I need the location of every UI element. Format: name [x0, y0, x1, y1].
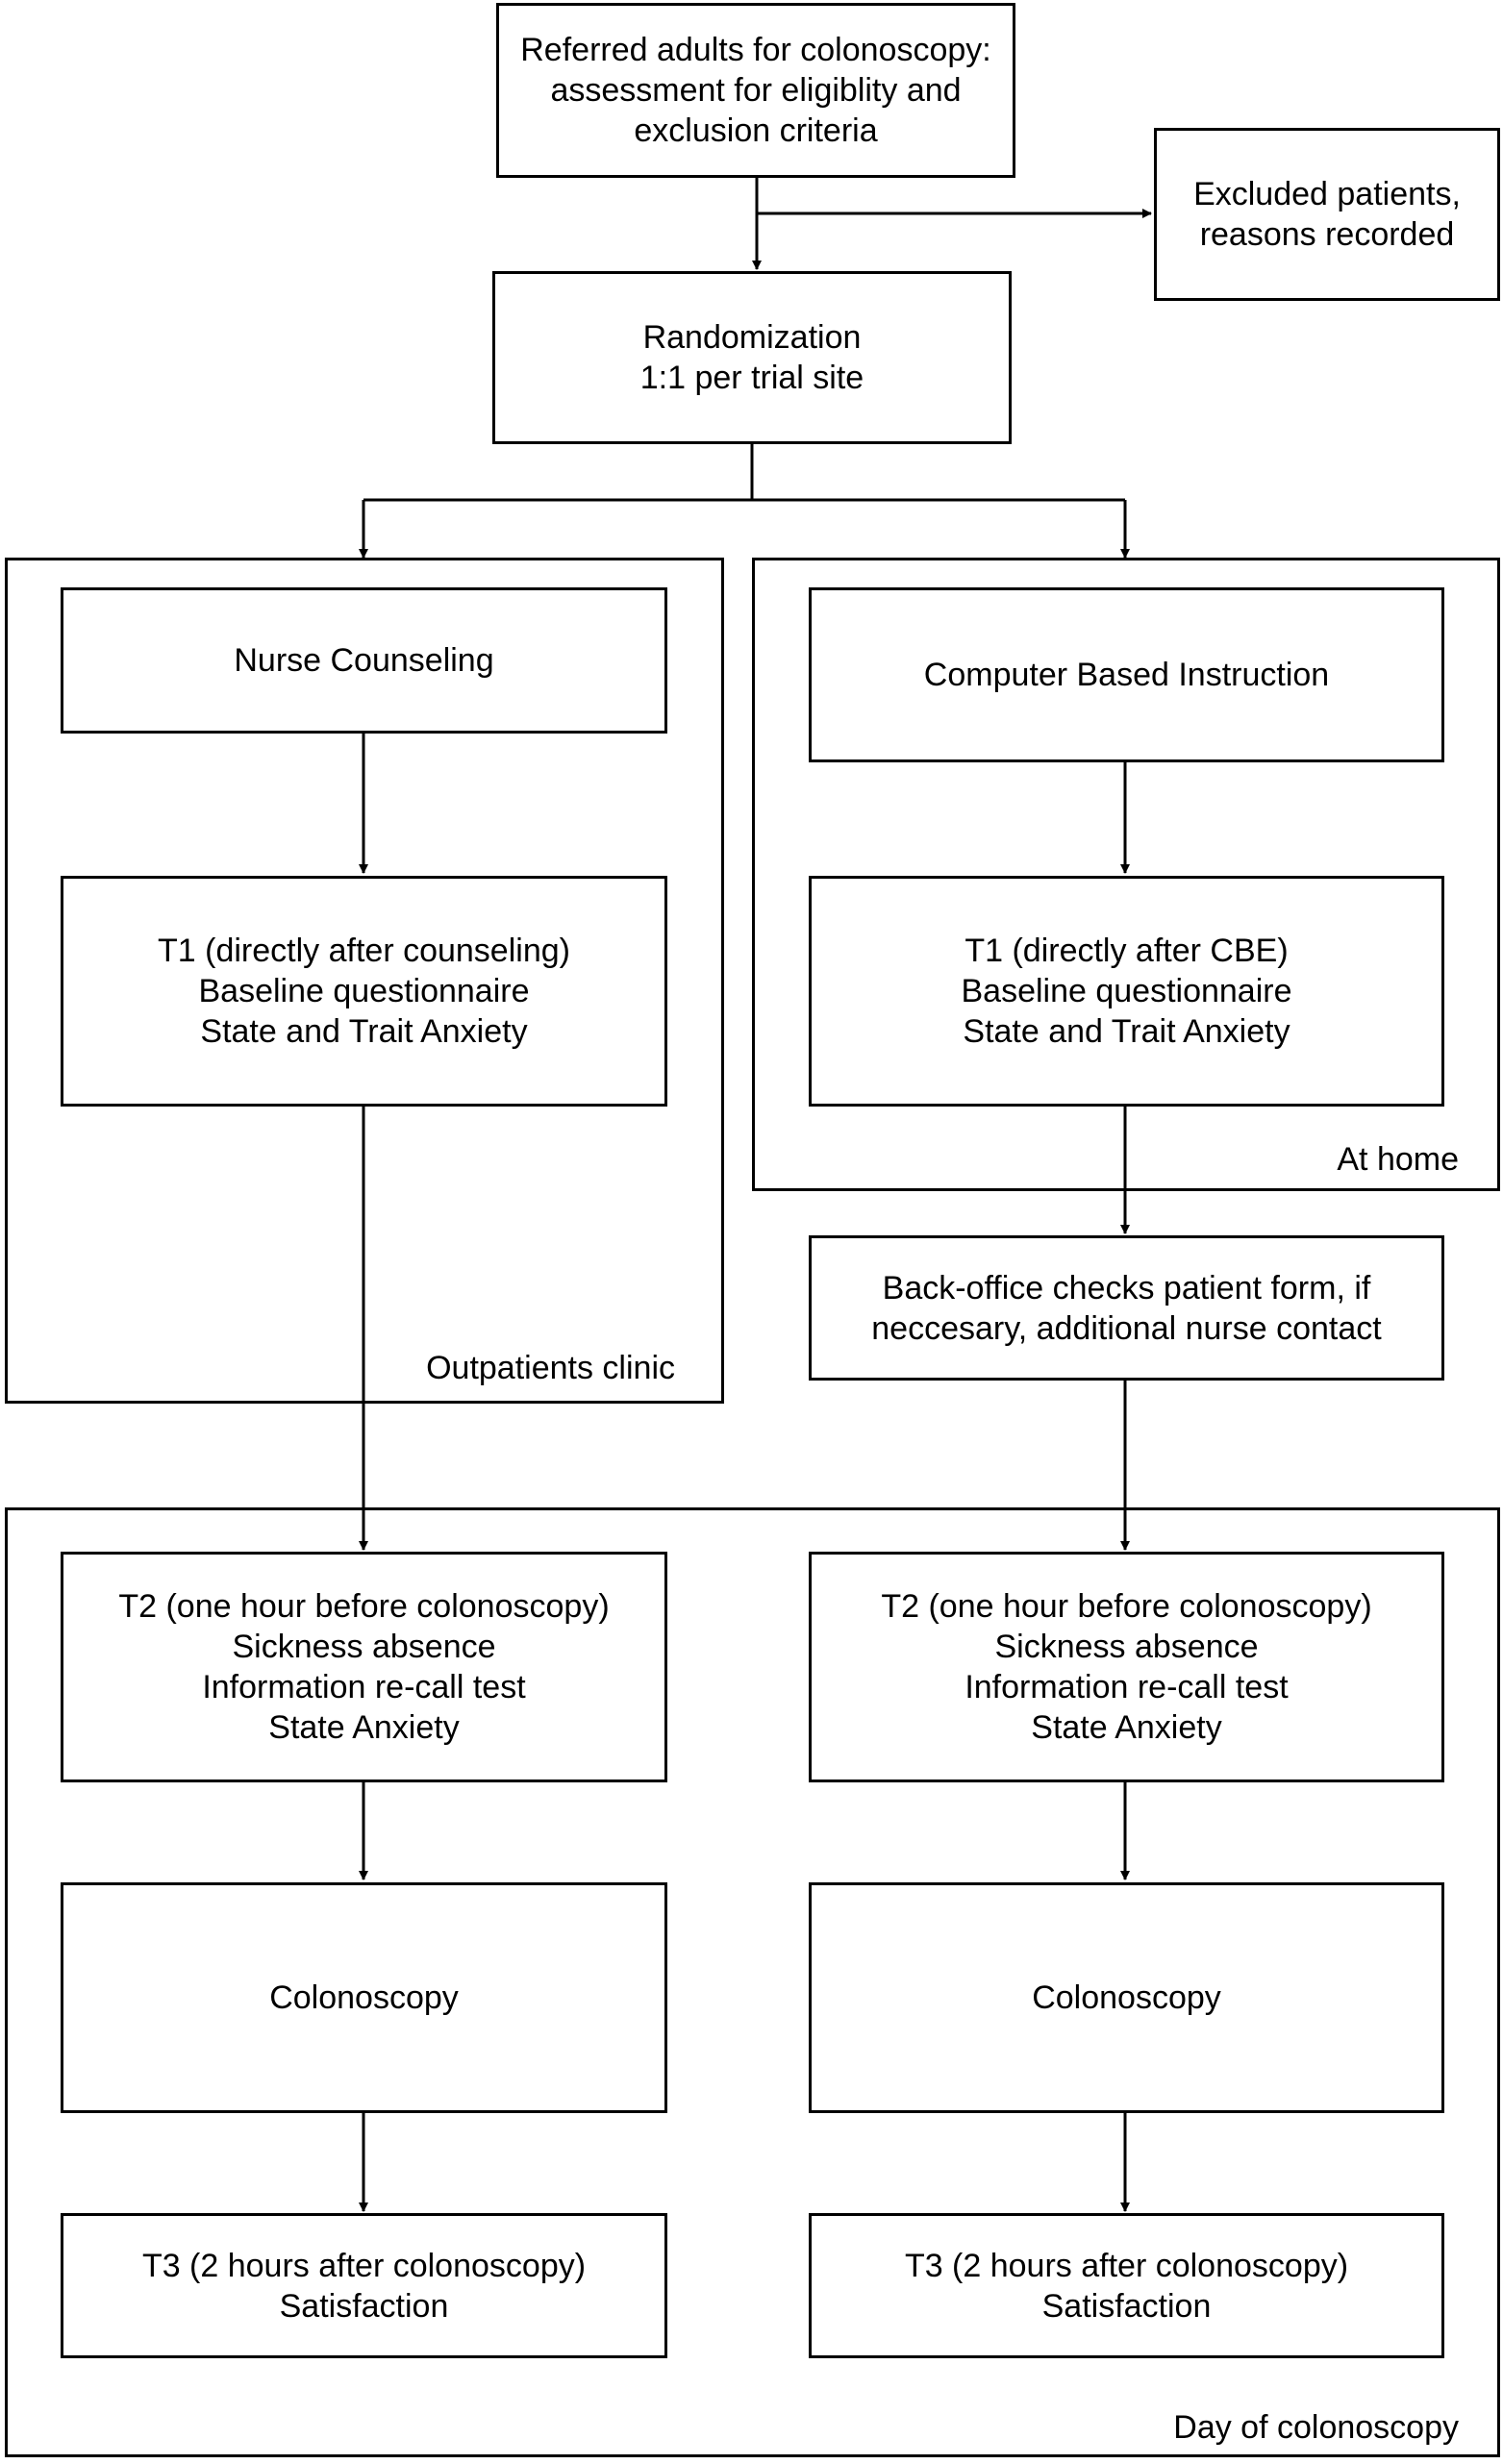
t2-right-line-4: State Anxiety	[1031, 1709, 1222, 1746]
region-label-at-home: At home	[1337, 1141, 1459, 1178]
nurse-counseling-line-1: Nurse Counseling	[234, 642, 494, 679]
cbi-box: Computer Based Instruction	[809, 587, 1444, 762]
t2-left-box: T2 (one hour before colonoscopy) Sicknes…	[61, 1552, 667, 1782]
region-day-of-colonoscopy: Day of colonoscopy	[5, 1507, 1500, 2457]
t1-right-line-1: T1 (directly after CBE)	[964, 933, 1289, 969]
colonoscopy-left-line-1: Colonoscopy	[269, 1979, 459, 2016]
t2-right-box: T2 (one hour before colonoscopy) Sicknes…	[809, 1552, 1444, 1782]
t2-right-line-3: Information re-call test	[964, 1669, 1289, 1705]
t2-left-line-2: Sickness absence	[232, 1629, 496, 1665]
backoffice-line-2: neccesary, additional nurse contact	[871, 1309, 1382, 1347]
region-label-outpatients-clinic: Outpatients clinic	[426, 1350, 675, 1386]
nurse-counseling-box: Nurse Counseling	[61, 587, 667, 734]
randomization-line-2: 1:1 per trial site	[639, 360, 864, 396]
t1-right-box: T1 (directly after CBE) Baseline questio…	[809, 876, 1444, 1107]
t3-right-line-2: Satisfaction	[1041, 2287, 1212, 2325]
colonoscopy-left-box: Colonoscopy	[61, 1882, 667, 2113]
excluded-box: Excluded patients, reasons recorded	[1154, 128, 1500, 301]
excluded-line-2: reasons recorded	[1199, 216, 1455, 253]
t3-right-line-1: T3 (2 hours after colonoscopy)	[904, 2247, 1349, 2284]
t1-left-line-3: State and Trait Anxiety	[200, 1013, 528, 1050]
colonoscopy-right-line-1: Colonoscopy	[1032, 1979, 1221, 2016]
colonoscopy-right-box: Colonoscopy	[809, 1882, 1444, 2113]
t1-left-line-2: Baseline questionnaire	[198, 973, 530, 1009]
cbi-line-1: Computer Based Instruction	[923, 657, 1330, 693]
t1-left-line-1: T1 (directly after counseling)	[158, 933, 570, 969]
t2-left-line-1: T2 (one hour before colonoscopy)	[118, 1588, 610, 1625]
referral-line-3: exclusion criteria	[634, 112, 878, 149]
t3-left-line-2: Satisfaction	[279, 2287, 449, 2325]
randomization-line-1: Randomization	[642, 319, 862, 356]
backoffice-box: Back-office checks patient form, if necc…	[809, 1235, 1444, 1381]
backoffice-line-1: Back-office checks patient form, if	[882, 1269, 1371, 1307]
region-label-day-of-colonoscopy: Day of colonoscopy	[1173, 2409, 1459, 2446]
referral-line-1: Referred adults for colonoscopy:	[520, 32, 991, 68]
t1-right-line-3: State and Trait Anxiety	[963, 1013, 1290, 1050]
t1-left-box: T1 (directly after counseling) Baseline …	[61, 876, 667, 1107]
t2-right-line-2: Sickness absence	[994, 1629, 1259, 1665]
t3-left-line-1: T3 (2 hours after colonoscopy)	[141, 2247, 587, 2284]
randomization-box: Randomization 1:1 per trial site	[492, 271, 1012, 444]
t3-left-box: T3 (2 hours after colonoscopy) Satisfact…	[61, 2213, 667, 2358]
t2-left-line-4: State Anxiety	[268, 1709, 460, 1746]
t2-left-line-3: Information re-call test	[202, 1669, 526, 1705]
referral-line-2: assessment for eligiblity and	[550, 72, 962, 109]
t1-right-line-2: Baseline questionnaire	[961, 973, 1292, 1009]
excluded-line-1: Excluded patients,	[1193, 176, 1461, 212]
referral-box: Referred adults for colonoscopy: assessm…	[496, 3, 1015, 178]
t2-right-line-1: T2 (one hour before colonoscopy)	[881, 1588, 1372, 1625]
t3-right-box: T3 (2 hours after colonoscopy) Satisfact…	[809, 2213, 1444, 2358]
